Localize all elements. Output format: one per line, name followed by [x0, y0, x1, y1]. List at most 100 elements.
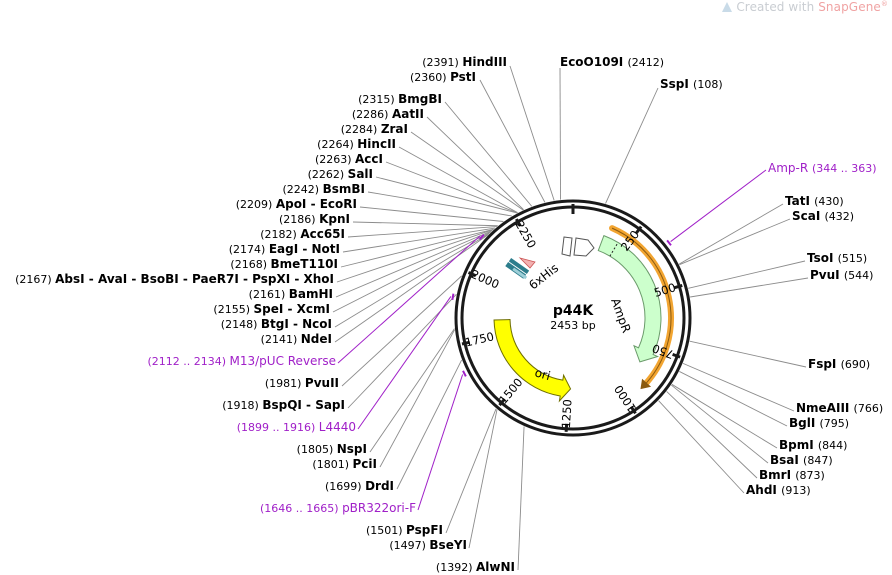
- site-label: (2242) BsmBI: [283, 182, 365, 196]
- ampr-feature[interactable]: [597, 234, 662, 363]
- primer-pbr322[interactable]: (1646 .. 1665) pBR322ori-F: [260, 501, 416, 515]
- primer-ampr[interactable]: Amp-R (344 .. 363): [768, 161, 877, 175]
- site-bmgbi[interactable]: (2315) BmgBI: [358, 92, 442, 106]
- site-label: (2186) KpnI: [279, 212, 350, 226]
- 6xhis-tag[interactable]: [505, 257, 536, 280]
- site-label: (2167) AbsI - AvaI - BsoBI - PaeR7I - Ps…: [15, 272, 334, 286]
- site-sali[interactable]: (2262) SalI: [308, 167, 373, 181]
- site-label: (2262) SalI: [308, 167, 373, 181]
- site-ndei[interactable]: (2141) NdeI: [261, 332, 332, 346]
- site-zrai[interactable]: (2284) ZraI: [341, 122, 408, 136]
- site-alwni[interactable]: (1392) AlwNI: [436, 560, 515, 574]
- site-bgli[interactable]: BglI (795): [789, 416, 849, 430]
- primer-arrow: [451, 293, 455, 301]
- tick-mark: [629, 405, 637, 415]
- site-ahdi[interactable]: AhdI (913): [746, 483, 811, 497]
- site-tsoi[interactable]: TsoI (515): [807, 251, 867, 265]
- site-pvui[interactable]: PvuI (544): [810, 268, 873, 282]
- site-position: (1805): [297, 443, 337, 456]
- site-fspi[interactable]: FspI (690): [808, 357, 870, 371]
- site-aatii[interactable]: (2286) AatII: [352, 107, 424, 121]
- site-drdi[interactable]: (1699) DrdI: [325, 479, 394, 493]
- site-bspqi[interactable]: (1918) BspQI - SapI: [222, 398, 345, 412]
- leader-line: [396, 359, 463, 490]
- site-tati[interactable]: TatI (430): [785, 194, 844, 208]
- primer-arrow: [478, 234, 485, 241]
- site-name: AhdI: [746, 483, 781, 497]
- site-nspi[interactable]: (1805) NspI: [297, 442, 367, 456]
- site-name: TsoI: [807, 251, 838, 265]
- site-eagi[interactable]: (2174) EagI - NotI: [229, 242, 340, 256]
- site-position: (2209): [236, 198, 276, 211]
- site-name: BamHI: [289, 287, 333, 301]
- site-position: (1801): [312, 458, 352, 471]
- primer-leader: [670, 169, 767, 242]
- site-hindiii[interactable]: (2391) HindIII: [422, 55, 507, 69]
- site-name: SpeI - XcmI: [253, 302, 330, 316]
- site-bsai[interactable]: BsaI (847): [770, 453, 833, 467]
- site-label: BmrI (873): [759, 468, 825, 482]
- site-pspfi[interactable]: (1501) PspFI: [366, 523, 443, 537]
- site-label: (2182) Acc65I: [260, 227, 345, 241]
- site-name: AatII: [392, 107, 424, 121]
- site-bmri[interactable]: BmrI (873): [759, 468, 825, 482]
- site-bseyi[interactable]: (1497) BseYI: [389, 538, 467, 552]
- site-position: (2262): [308, 168, 348, 181]
- site-sspi[interactable]: SspI (108): [660, 77, 723, 91]
- site-absi[interactable]: (2167) AbsI - AvaI - BsoBI - PaeR7I - Ps…: [15, 272, 334, 286]
- site-ecoo109i[interactable]: EcoO109I (2412): [560, 55, 664, 69]
- site-bamhi[interactable]: (2161) BamHI: [249, 287, 333, 301]
- site-position: (2182): [260, 228, 300, 241]
- primer-label: (2112 .. 2134) M13/pUC Reverse: [147, 354, 336, 368]
- leader-line: [605, 87, 659, 204]
- site-hincii[interactable]: (2264) HincII: [317, 137, 396, 151]
- site-name: BspQI - SapI: [262, 398, 345, 412]
- site-name: ZraI: [381, 122, 408, 136]
- site-label: (2168) BmeT110I: [230, 257, 338, 271]
- ori-feature[interactable]: [493, 319, 572, 403]
- site-position: (108): [693, 78, 723, 91]
- site-label: (2360) PstI: [410, 70, 476, 84]
- leader-line: [690, 277, 809, 298]
- site-scai[interactable]: ScaI (432): [792, 209, 854, 223]
- leader-line: [335, 230, 493, 298]
- site-pvuii[interactable]: (1981) PvuII: [265, 376, 339, 390]
- primer-l4440[interactable]: (1899 .. 1916) L4440: [237, 420, 356, 434]
- leader-line: [334, 234, 488, 343]
- primer-m13[interactable]: (2112 .. 2134) M13/pUC Reverse: [147, 354, 336, 368]
- leader-line: [352, 221, 498, 227]
- site-spei[interactable]: (2155) SpeI - XcmI: [213, 302, 330, 316]
- site-bmet110i[interactable]: (2168) BmeT110I: [230, 257, 338, 271]
- site-label: (1918) BspQI - SapI: [222, 398, 345, 412]
- site-apoi[interactable]: (2209) ApoI - EcoRI: [236, 197, 357, 211]
- site-pcii[interactable]: (1801) PciI: [312, 457, 377, 471]
- site-label: (2161) BamHI: [249, 287, 333, 301]
- leader-line: [367, 191, 512, 217]
- leader-line: [678, 203, 784, 265]
- ampr-label: AmpR: [608, 296, 633, 334]
- site-acc65i[interactable]: (2182) Acc65I: [260, 227, 345, 241]
- site-position: (2263): [315, 153, 355, 166]
- site-label: (2284) ZraI: [341, 122, 408, 136]
- site-nmeaiii[interactable]: NmeAIII (766): [796, 401, 883, 415]
- site-position: (430): [814, 195, 844, 208]
- site-label: (2264) HincII: [317, 137, 396, 151]
- site-bpmi[interactable]: BpmI (844): [779, 438, 847, 452]
- site-bsmbi[interactable]: (2242) BsmBI: [283, 182, 365, 196]
- site-name: BtgI - NcoI: [261, 317, 332, 331]
- site-psti[interactable]: (2360) PstI: [410, 70, 476, 84]
- site-btgi[interactable]: (2148) BtgI - NcoI: [221, 317, 332, 331]
- site-label: BglI (795): [789, 416, 849, 430]
- site-acci[interactable]: (2263) AccI: [315, 152, 383, 166]
- snapgene-watermark: Created with SnapGene®: [722, 0, 888, 14]
- site-name: BpmI: [779, 438, 818, 452]
- tick-mark: [635, 225, 643, 234]
- site-name: NspI: [337, 442, 367, 456]
- leader-line: [340, 228, 494, 268]
- leader-line: [671, 384, 769, 464]
- site-label: (2263) AccI: [315, 152, 383, 166]
- leader-line: [341, 275, 463, 387]
- tick-mark: [461, 340, 471, 346]
- site-kpni[interactable]: (2186) KpnI: [279, 212, 350, 226]
- site-name: PvuII: [305, 376, 339, 390]
